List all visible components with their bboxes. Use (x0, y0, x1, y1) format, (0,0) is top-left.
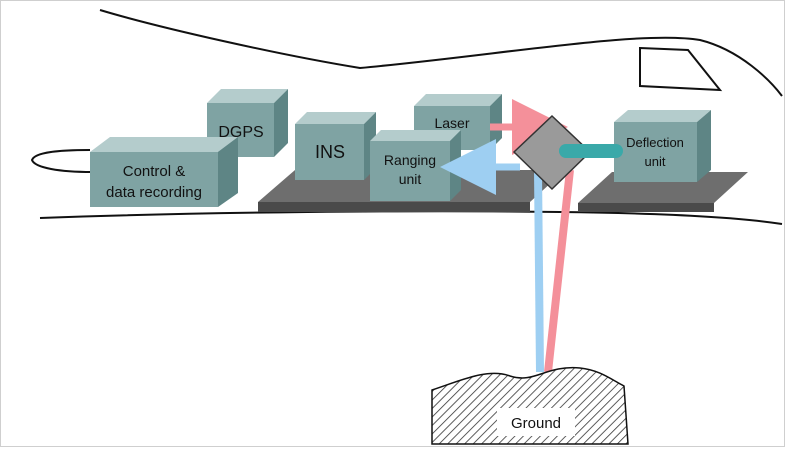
deflection-unit-box: Deflection unit (614, 110, 711, 182)
ranging-unit-box: Ranging unit (370, 130, 461, 201)
ins-box: INS (295, 112, 376, 180)
ins-label: INS (315, 142, 345, 162)
control-label-line2: data recording (106, 184, 202, 201)
ground-block: Ground (431, 366, 629, 445)
dgps-label: DGPS (218, 124, 263, 141)
control-label-line1: Control & (123, 163, 186, 180)
control-data-recording-box: Control & data recording (90, 137, 238, 207)
deflection-label-line2: unit (645, 154, 666, 169)
ranging-label-line1: Ranging (384, 152, 436, 168)
laser-beams (440, 99, 574, 373)
cockpit-window (639, 46, 723, 92)
ground-label: Ground (511, 415, 561, 432)
scanning-mirror (512, 114, 592, 191)
ranging-label-line2: unit (399, 171, 422, 187)
laser-label: Laser (434, 115, 469, 131)
return-beam-vertical (534, 169, 544, 373)
emit-beam-vertical (544, 169, 574, 373)
deflection-label-line1: Deflection (626, 135, 684, 150)
